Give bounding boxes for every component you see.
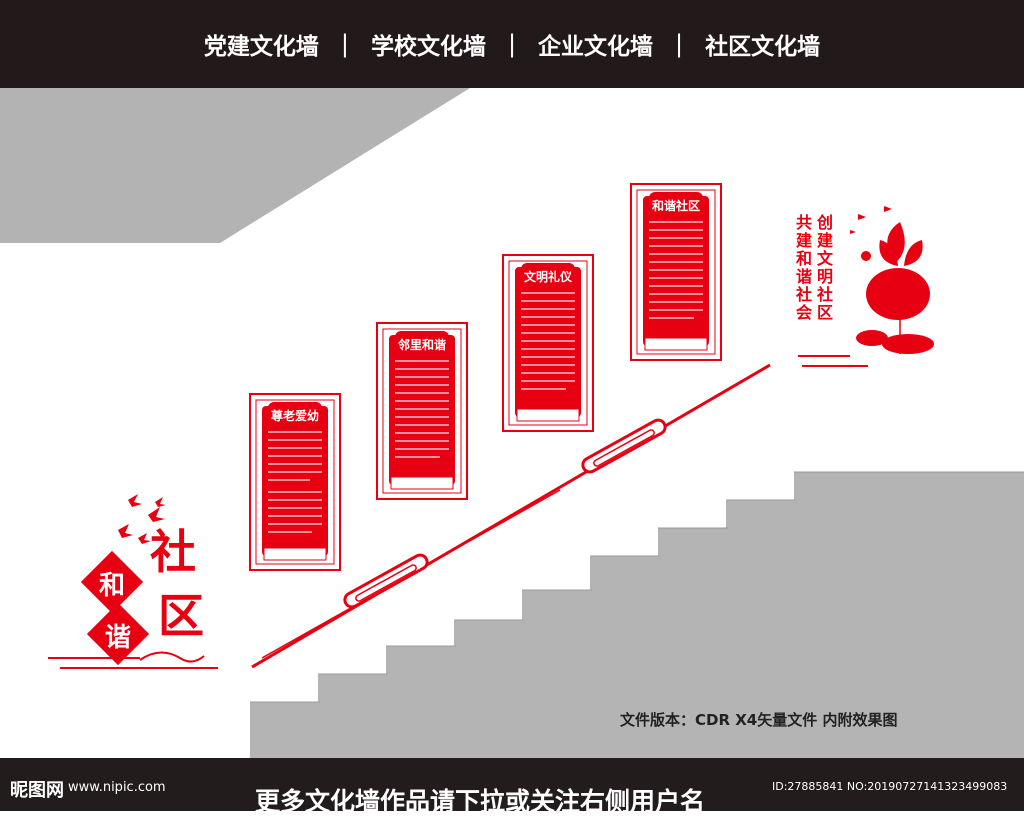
nav-item-enterprise[interactable]: 企业文化墙 [538,34,654,60]
slogan-col2-char: 共 [796,213,812,232]
panel-harmonious-community: 和谐社区 [630,183,722,361]
panel-respect-elders: 尊老爱幼 [249,393,341,571]
panel-title: 文明礼仪 [524,269,573,284]
file-version-info: 文件版本：CDR X4矢量文件 内附效果图 [620,711,898,729]
panel-civility: 文明礼仪 [502,254,594,432]
category-nav: 党建文化墙 | 学校文化墙 | 企业文化墙 | 社区文化墙 [0,24,1024,64]
top-banner [0,0,1024,88]
slogan-col2-char: 和 [796,249,812,268]
slogan-col2-char: 谐 [796,267,812,286]
rail-ornament [343,418,667,609]
panel-title: 尊老爱幼 [271,408,319,423]
nav-separator: | [675,30,684,58]
logo-char-she: 社 [150,525,196,579]
cloud-ornament [48,651,218,669]
watermark-id: ID:27885841 NO:20190727141323499083 [772,780,1008,793]
slogan-col1-char: 明 [817,267,833,286]
logo-char-he: 和 [99,571,125,601]
ceiling-shadow [0,88,470,243]
panel-title: 邻里和谐 [397,337,446,352]
lotus-base-lines [798,300,901,367]
stairs [250,471,1024,762]
slogan-col2-char: 建 [796,231,812,250]
panel-title: 和谐社区 [651,198,700,213]
slogan-col1-char: 社 [816,285,833,304]
slogan-col1-char: 文 [817,249,834,268]
nav-separator: | [340,30,349,58]
right-slogan: 创 建 文 明 社 区 共 建 和 谐 社 会 [795,213,834,322]
slogan-col2-char: 会 [796,303,812,322]
slogan-col1-char: 创 [816,213,833,232]
watermark-logo: 昵图网 [10,780,64,801]
harmonious-community-logo: 社 区 和 谐 [48,494,218,669]
nav-item-party[interactable]: 党建文化墙 [203,34,319,60]
logo-char-xie: 谐 [105,623,131,653]
bottom-banner [0,758,1024,811]
slogan-col2-char: 社 [795,285,812,304]
nav-separator: | [507,30,517,58]
watermark-url: www.nipic.com [68,780,166,795]
swallow-icon [118,494,166,544]
lotus-icon [850,206,934,354]
nav-item-school[interactable]: 学校文化墙 [370,34,486,60]
slogan-col1-char: 建 [817,231,833,250]
nav-item-community[interactable]: 社区文化墙 [705,34,821,60]
slogan-col1-char: 区 [817,303,833,322]
panel-neighbor-harmony: 邻里和谐 [376,322,468,500]
bottom-promo-text: 更多文化墙作品请下拉或关注右侧用户名 [255,787,706,816]
logo-char-qu: 区 [158,589,204,643]
